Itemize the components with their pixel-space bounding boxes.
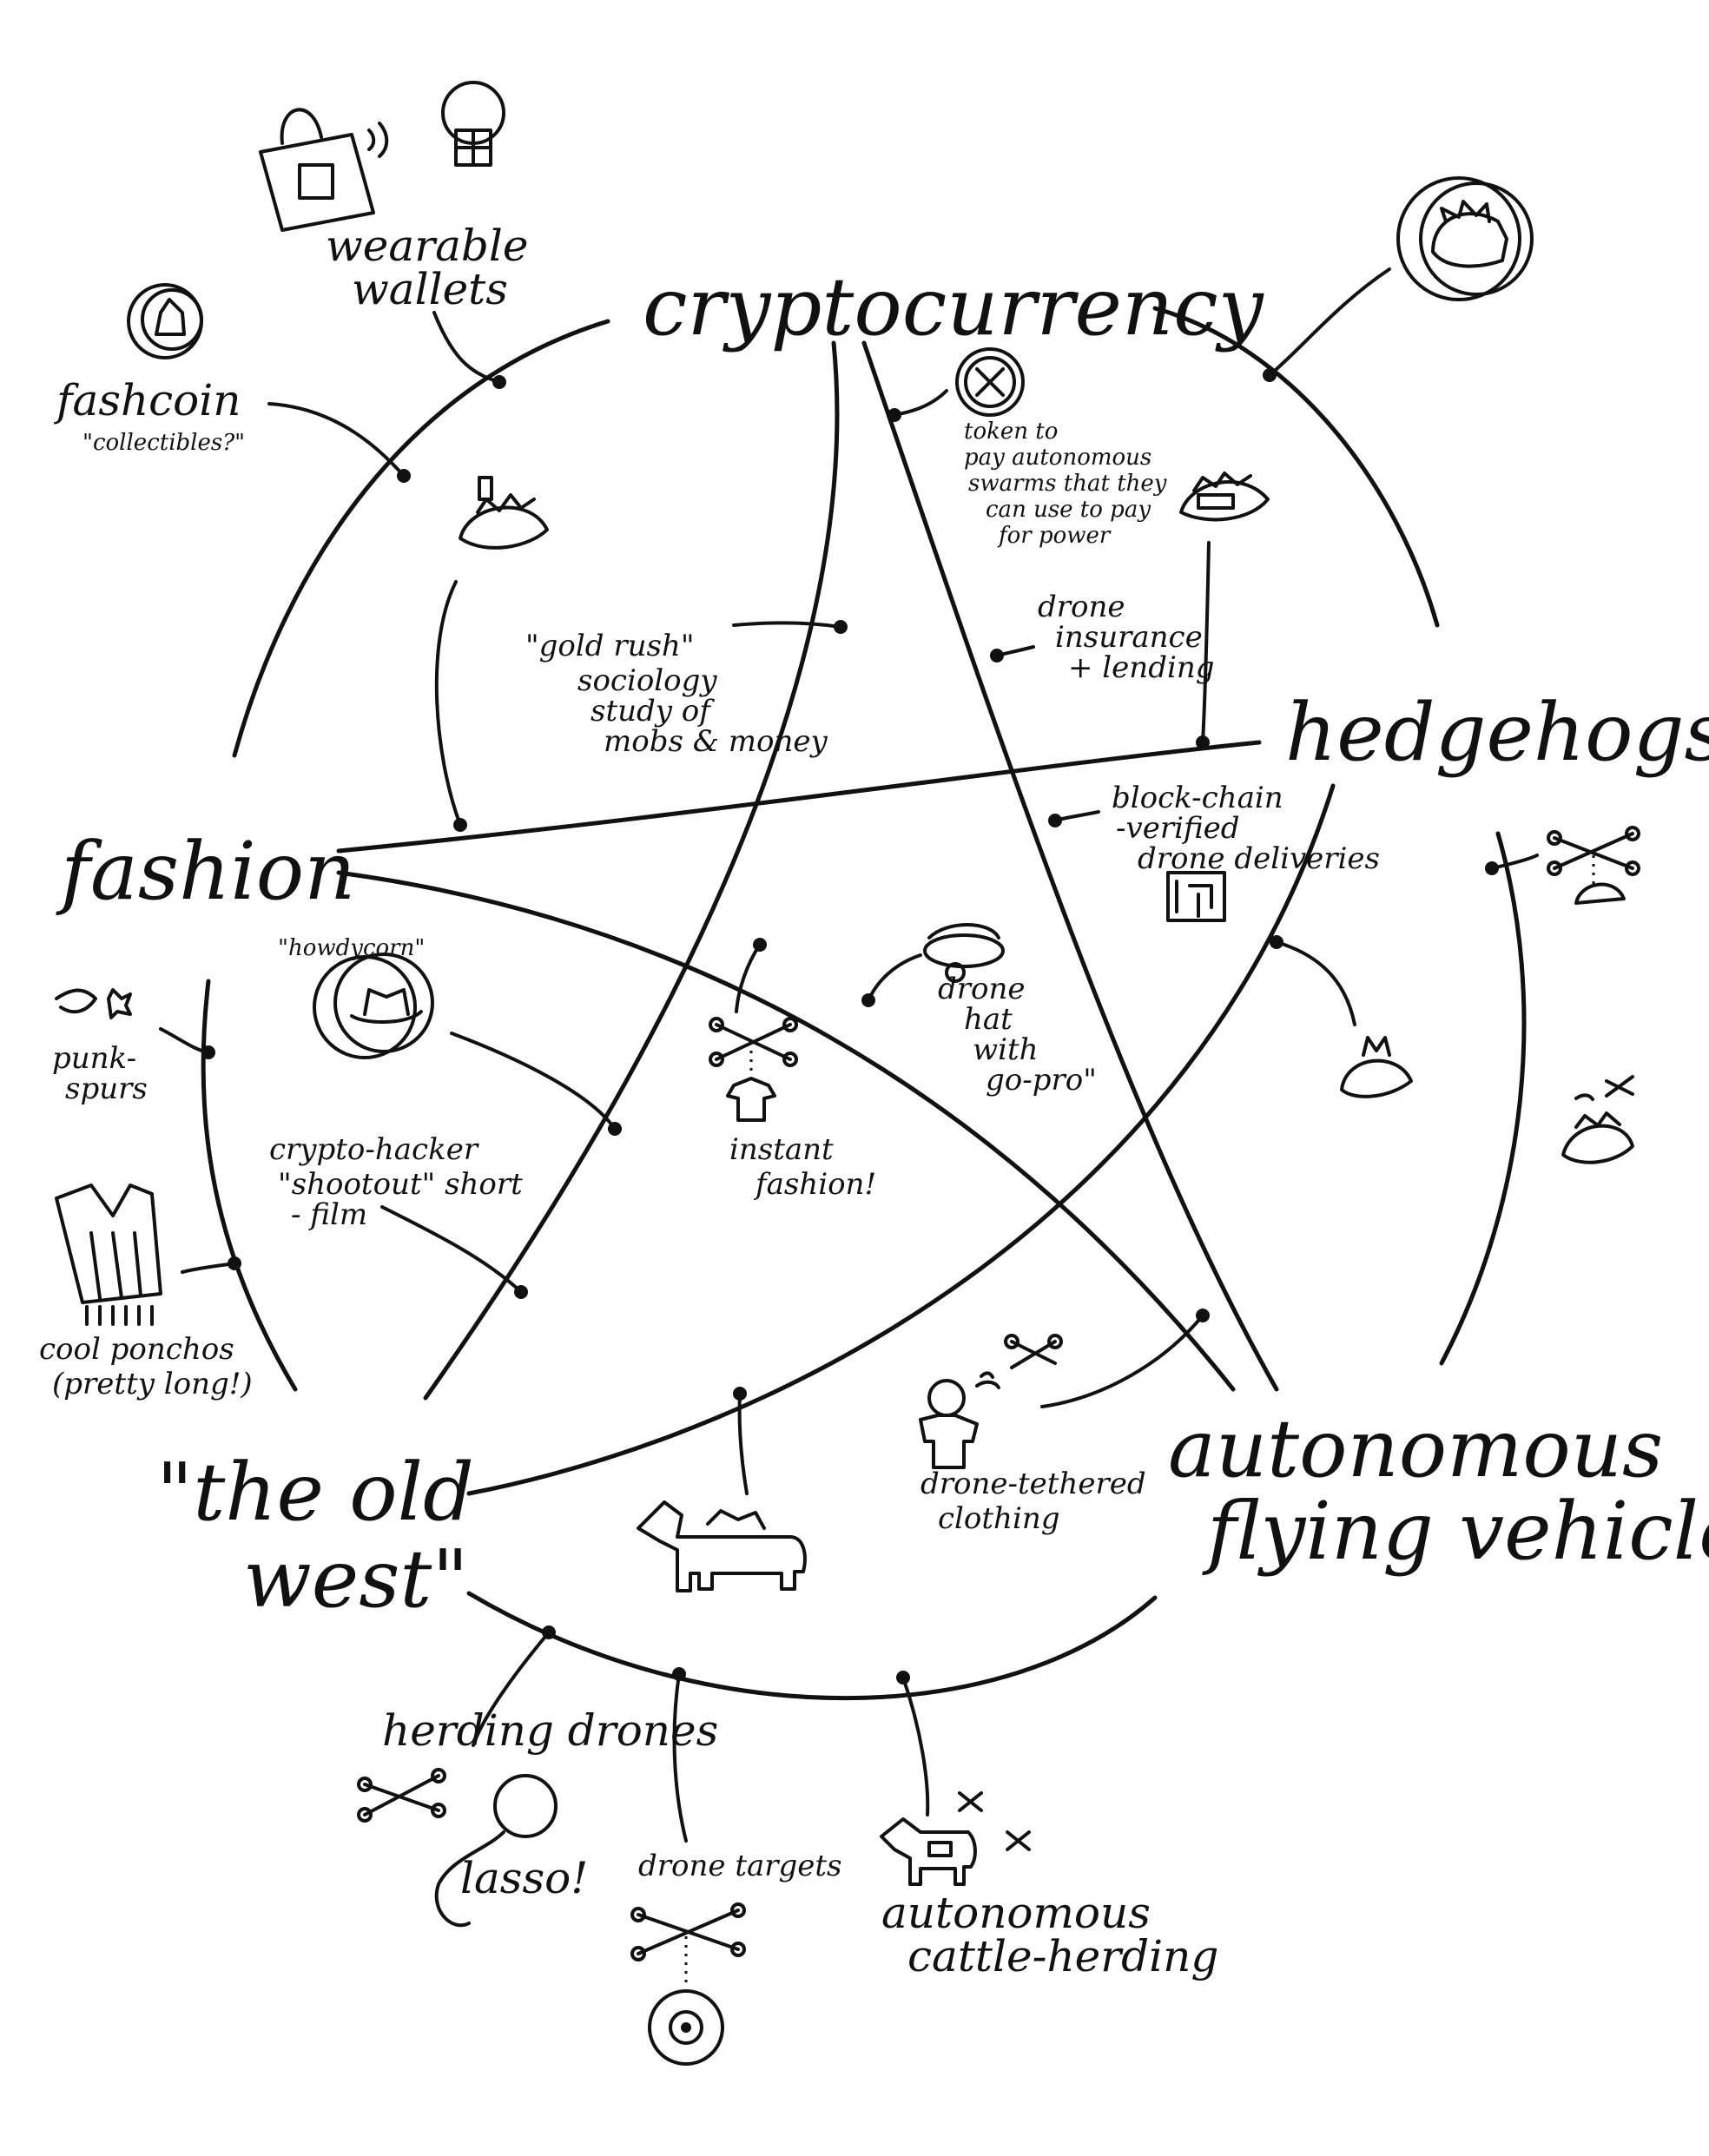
wearable-wallets-line1: wearable [326,221,529,271]
token-line4: can use to pay [986,497,1151,523]
topic-afv-line2: flying vehicles [1202,1485,1709,1578]
bracelet-wallet-icon [441,81,505,167]
herding-drone-icon [357,1768,446,1823]
topic-old-west-line1: "the old [156,1446,474,1539]
punk-spurs-line1: punk- [52,1041,136,1076]
lasso-icon [434,1774,558,1928]
hacker-line3: - film [291,1197,367,1232]
drone-hat-line4: go-pro" [986,1063,1097,1098]
instant-fashion-line2: fashion! [753,1167,876,1202]
blockchain-line2: -verified [1116,811,1240,846]
howdycoin-icon [313,953,434,1059]
outer-circle [201,306,1527,1701]
gold-rush-line2: sociology [577,663,717,698]
cattle-line2: cattle-herding [907,1931,1218,1981]
drone-hat-line3: with [973,1032,1039,1067]
token-coin-icon [955,347,1025,417]
token-line1: token to [964,419,1058,445]
poncho-icon [55,1183,162,1326]
topic-fashion: fashion [56,825,355,918]
hedgehog-drone-icon [1561,1075,1634,1164]
drone-hat-icon [923,923,1005,983]
tethered-line2: clothing [938,1501,1059,1536]
herding-drones-label: herding drones [382,1705,718,1756]
ponchos-line2: (pretty long!) [52,1367,253,1401]
drone-with-shirt-icon [709,1017,798,1122]
topic-cryptocurrency: cryptocurrency [643,260,1264,353]
ponchos-line1: cool ponchos [39,1332,234,1367]
hedgehog-with-hat-icon [459,476,549,550]
gold-rush-line3: study of [591,694,715,729]
spur-icon [55,988,132,1019]
topic-old-west-line2: west" [243,1533,469,1625]
crowned-hedgehog-icon [1340,1036,1413,1098]
hedgehog-coin-icon [1396,176,1534,301]
topic-afv-line1: autonomous [1168,1402,1663,1495]
wearable-wallets-line2: wallets [352,264,508,314]
token-line3: swarms that they [968,471,1167,497]
horse-icon [637,1500,807,1592]
insurance-line2: insurance [1055,620,1203,655]
instant-fashion-line1: instant [729,1132,834,1167]
gold-rush-line4: mobs & money [604,724,828,759]
tethered-line1: drone-tethered [920,1467,1146,1501]
blockchain-box-icon [1166,871,1226,922]
drone-hat-line2: hat [964,1002,1013,1037]
fashcoin-icon [127,283,203,359]
fashcoin-sublabel: "collectibles?" [82,430,245,456]
idea-labels: wearable wallets fashcoin "collectibles?… [39,221,1380,1981]
drone-carrying-hedgehog-icon [1547,826,1640,905]
drone-targets-label: drone targets [638,1849,842,1883]
drone-hat-line1: drone [938,972,1026,1006]
lasso-label: lasso! [460,1853,588,1903]
gold-rush-line1: "gold rush" [525,629,694,663]
token-line5: for power [997,523,1112,549]
blockchain-line3: drone deliveries [1138,841,1380,876]
blockchain-line1: block-chain [1112,781,1283,815]
cattle-line1: autonomous [881,1888,1151,1938]
pentagram-lines [336,340,1336,1496]
fashcoin-label: fashcoin [53,375,241,425]
topic-hedgehogs: hedgehogs [1285,686,1709,779]
branches [159,267,1539,1843]
tethered-person-icon [919,1334,1063,1469]
hacker-line2: "shootout" short [278,1167,523,1202]
shopping-bag-icon [259,108,389,232]
punk-spurs-line2: spurs [65,1071,148,1106]
insurance-line1: drone [1038,590,1125,624]
drone-target-icon [630,1902,746,2066]
hedgehog-with-coins-icon [1179,471,1270,522]
insurance-line3: + lending [1068,650,1215,685]
howdycoin-label: "howdycorn" [278,935,425,961]
hacker-line1: crypto-hacker [269,1132,479,1167]
token-line2: pay autonomous [964,445,1151,471]
cattle-icon [880,1791,1031,1886]
